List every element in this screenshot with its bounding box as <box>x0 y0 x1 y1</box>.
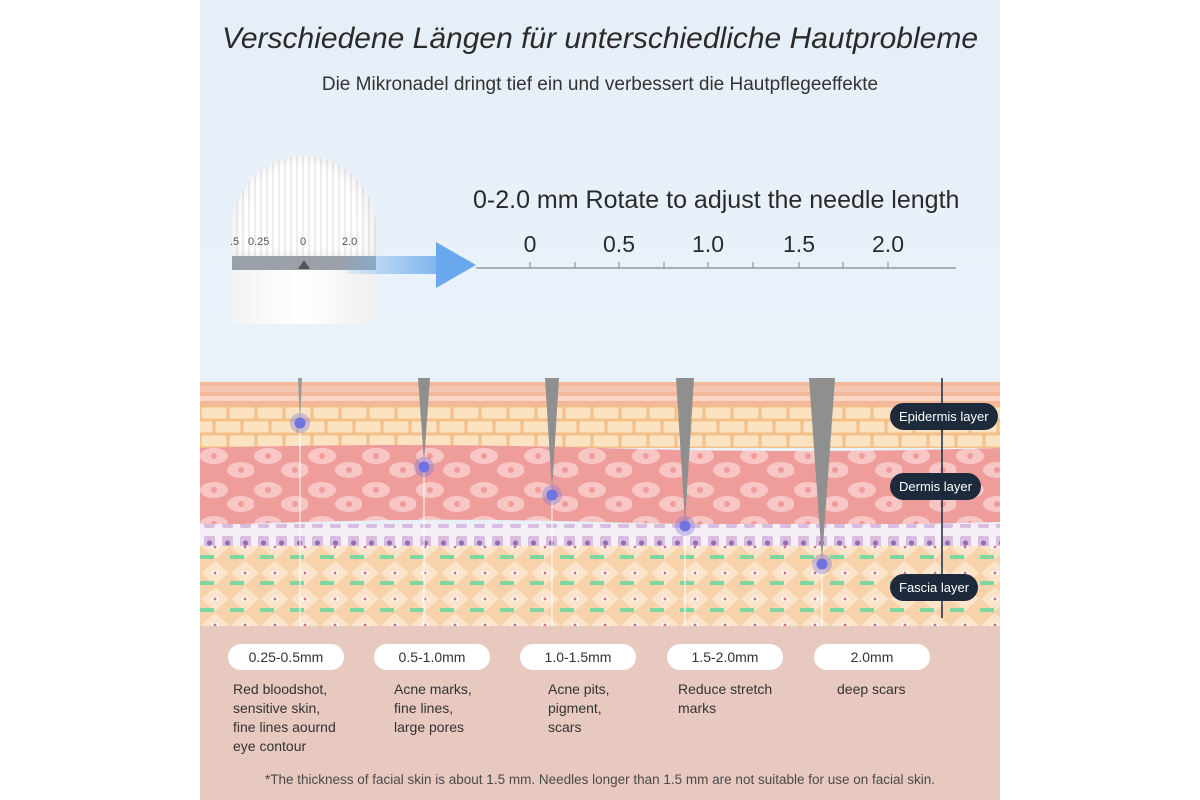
scale-tick-label: 0.5 <box>603 231 635 257</box>
dermis-layer-label: Dermis layer <box>890 473 981 500</box>
skin-layers-illustration <box>200 378 1000 628</box>
arrow-shaft <box>346 256 442 274</box>
dial-label: .5 <box>230 236 240 248</box>
description-line: fine lines aournd <box>233 719 336 735</box>
scale-tick-label: 1.0 <box>692 231 724 257</box>
scale-tick-label: 0 <box>523 231 537 257</box>
scale-label: 0-2.0 mm Rotate to adjust the needle len… <box>473 186 960 214</box>
dermis-layer <box>200 445 1000 526</box>
device-body <box>232 270 376 324</box>
description-line: large pores <box>394 719 465 735</box>
dial-label: 0.25 <box>248 236 270 248</box>
fascia-layer <box>200 546 1000 628</box>
description-line: marks <box>678 700 717 716</box>
dial-label: 2.0 <box>342 236 358 248</box>
description-line: deep scars <box>837 681 906 697</box>
needle-description: Red bloodshot, sensitive skin, fine line… <box>233 680 336 756</box>
needle-description: Reduce stretch marks <box>678 680 772 718</box>
skin-cross-section: Epidermis layer Dermis layer Fascia laye… <box>200 378 1000 628</box>
scale-tick-label: 2.0 <box>872 231 904 257</box>
description-line: fine lines, <box>394 700 454 716</box>
scale-tick-label: 1.5 <box>783 231 815 257</box>
dial-label: 0 <box>300 236 307 248</box>
description-line: Acne marks, <box>394 681 472 697</box>
description-line: eye contour <box>233 738 307 754</box>
needle-length-badge: 1.5-2.0mm <box>667 644 783 670</box>
needle-description: Acne marks, fine lines, large pores <box>394 680 472 737</box>
needle-2-0mm <box>809 378 835 560</box>
description-line: Acne pits, <box>548 681 610 697</box>
dial-pointer-icon <box>298 260 310 269</box>
description-line: Red bloodshot, <box>233 681 328 697</box>
page-subtitle: Die Mikronadel dringt tief ein und verbe… <box>321 74 879 95</box>
depth-markers <box>290 413 832 574</box>
description-line: Reduce stretch <box>678 681 773 697</box>
scale-ruler <box>476 262 956 269</box>
description-line: sensitive skin, <box>233 700 321 716</box>
needle-length-badge: 0.25-0.5mm <box>228 644 344 670</box>
basal-layer <box>200 524 1000 546</box>
page-title: Verschiedene Längen für unterschiedliche… <box>221 22 979 55</box>
epidermis-layer-label: Epidermis layer <box>890 403 998 430</box>
needle-length-badge: 0.5-1.0mm <box>374 644 490 670</box>
needle-info-panel: 0.25-0.5mm 0.5-1.0mm 1.0-1.5mm 1.5-2.0mm… <box>200 626 1000 800</box>
needle-0-25mm <box>298 378 302 422</box>
microneedle-device: .5 0.25 0 2.0 <box>230 156 376 324</box>
needle-1-0mm <box>545 378 559 490</box>
ruler-ticks <box>529 262 889 268</box>
epidermis-layer <box>200 406 1000 420</box>
fascia-layer-label: Fascia layer <box>890 574 979 601</box>
needle-length-badge: 2.0mm <box>814 644 930 670</box>
needle-description: deep scars <box>837 680 905 699</box>
needle-length-badge: 1.0-1.5mm <box>520 644 636 670</box>
arrow-right-icon <box>436 242 476 288</box>
needle-guide-lines <box>299 428 823 628</box>
description-line: scars <box>548 719 582 735</box>
needle-1-5mm <box>676 378 694 522</box>
skin-surface <box>200 382 1000 406</box>
description-line: pigment, <box>548 700 602 716</box>
needle-0-5mm <box>418 378 430 462</box>
needle-description: Acne pits, pigment, scars <box>548 680 609 737</box>
footnote: *The thickness of facial skin is about 1… <box>264 772 936 787</box>
poster: Verschiedene Längen für unterschiedliche… <box>200 0 1000 800</box>
